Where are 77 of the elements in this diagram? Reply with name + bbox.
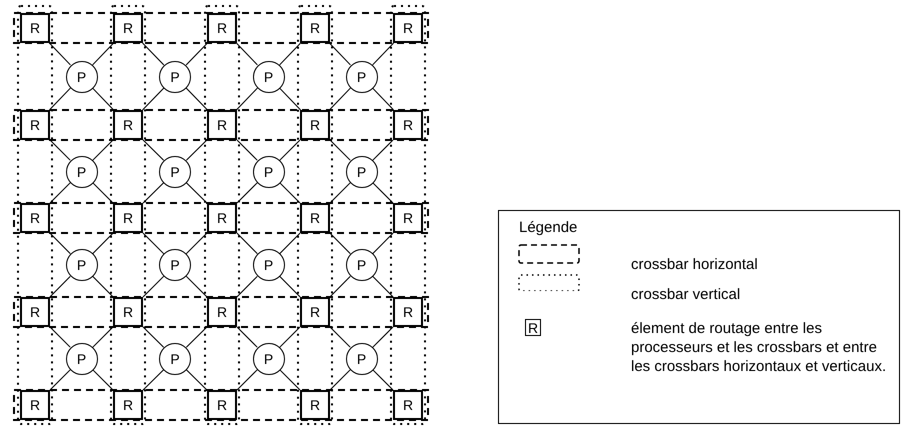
legend-text: élement de routage entre les processeurs et les crossbars et entre les crossbars horizontaux et verticaux. [631, 319, 888, 376]
connector-line [330, 369, 351, 390]
processor-circle: P [159, 249, 191, 281]
legend-title: Légende [519, 219, 578, 236]
connector-line [328, 88, 351, 110]
processor-circle: P [252, 156, 284, 188]
router-box: R [20, 297, 50, 327]
connector-line [92, 232, 114, 254]
processor-circle: P [66, 60, 98, 92]
connector-line [50, 369, 71, 390]
router-box: R [207, 390, 237, 420]
router-box: R [393, 13, 423, 43]
connector-line [92, 42, 114, 66]
connector-line [186, 139, 208, 161]
router-box: R [20, 203, 50, 233]
connector-line [236, 140, 258, 161]
connector-line [92, 326, 114, 348]
connector-line [329, 232, 351, 254]
connector-line [328, 42, 351, 66]
connector-line [329, 276, 351, 298]
router-box: R [207, 297, 237, 327]
router-box: R [393, 297, 423, 327]
router-box: R [20, 390, 50, 420]
router-box: R [393, 390, 423, 420]
connector-line [92, 140, 114, 161]
router-box: R [300, 110, 330, 140]
legend-text: crossbar vertical [631, 285, 742, 304]
processor-circle: P [159, 156, 191, 188]
connector-line [236, 276, 258, 298]
router-box: R [300, 13, 330, 43]
connector-line [186, 42, 208, 66]
connector-line [330, 182, 351, 204]
connector-line [48, 42, 71, 66]
connector-line [372, 276, 394, 298]
connector-line [92, 88, 114, 110]
router-box: R [300, 297, 330, 327]
router-box: R [393, 203, 423, 233]
router-box: R [20, 110, 50, 140]
connector-line [50, 140, 71, 161]
connector-line [92, 369, 114, 390]
router-box: R [20, 13, 50, 43]
router-box: R [113, 390, 143, 420]
processor-circle: P [66, 342, 98, 374]
connector-line [236, 42, 258, 66]
connector-line [330, 326, 351, 348]
connector-line [186, 232, 208, 254]
router-box: R [207, 13, 237, 43]
connector-line [92, 182, 114, 204]
processor-circle: P [252, 342, 284, 374]
connector-line [330, 140, 351, 161]
router-box: R [113, 297, 143, 327]
processor-circle: P [159, 342, 191, 374]
legend-text: crossbar horizontal [631, 255, 759, 274]
connector-line [92, 276, 114, 298]
router-box: R [300, 203, 330, 233]
router-box: R [207, 110, 237, 140]
router-box: R [113, 203, 143, 233]
router-sample: R [525, 319, 541, 336]
processor-circle: P [66, 156, 98, 188]
processor-circle: P [66, 249, 98, 281]
router-box: R [393, 110, 423, 140]
processor-circle: P [159, 60, 191, 92]
processor-circle: P [346, 60, 378, 92]
router-box: R [300, 390, 330, 420]
router-box: R [113, 13, 143, 43]
connector-line [49, 232, 71, 254]
connector-line [50, 326, 71, 348]
router-box: R [207, 203, 237, 233]
connector-line [279, 42, 302, 66]
processor-circle: P [252, 249, 284, 281]
connector-line [372, 182, 394, 204]
connector-line [142, 276, 164, 298]
processor-circle: P [346, 249, 378, 281]
processor-circle: P [346, 342, 378, 374]
processor-circle: P [346, 156, 378, 188]
router-box: R [113, 110, 143, 140]
processor-circle: P [252, 60, 284, 92]
